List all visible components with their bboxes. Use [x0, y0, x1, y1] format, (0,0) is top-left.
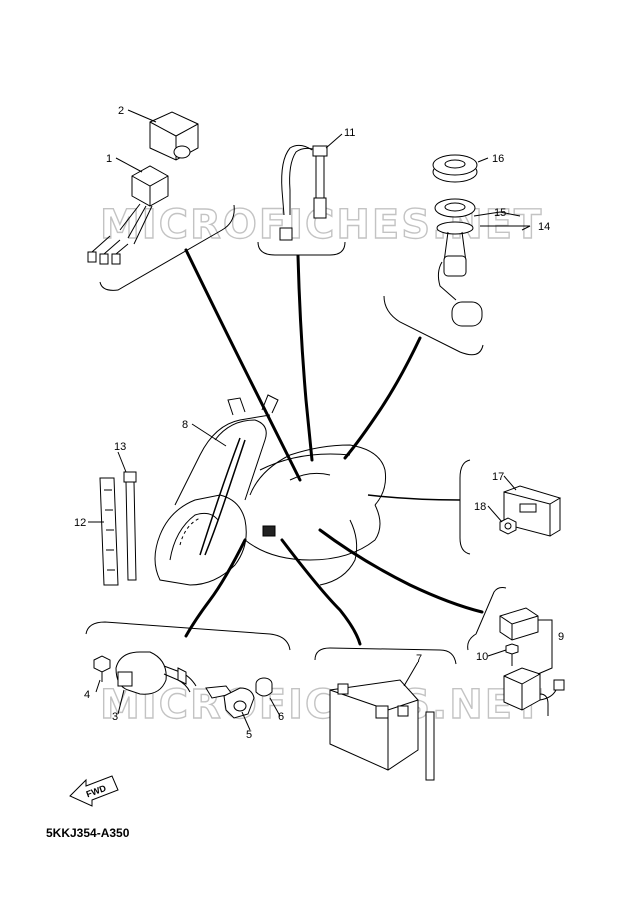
- part-9-relay: [499, 607, 565, 716]
- callout-11: 11: [344, 127, 355, 139]
- part-12-cable-band: [99, 477, 119, 586]
- callout-15: 15: [494, 207, 506, 219]
- callout-2: 2: [118, 105, 124, 117]
- part-6-spacer: [255, 677, 273, 697]
- bracket-group-relay: [467, 587, 507, 651]
- bracket-group-top-left: [99, 204, 235, 291]
- part-10-bolt: [505, 643, 519, 666]
- watermark-bottom: MICROFICHES.NET: [100, 682, 543, 728]
- part-8-main-harness: [199, 437, 246, 556]
- scooter-body: [154, 394, 386, 586]
- callout-8: 8: [182, 419, 188, 431]
- bracket-group-sensor: [257, 241, 346, 256]
- part-14-fuel-sender: [437, 231, 483, 327]
- harness-to-fuel: [343, 336, 422, 460]
- part-13-cable-tie: [123, 471, 137, 581]
- harness-to-sensor: [296, 254, 314, 462]
- callout-17: 17: [492, 471, 504, 483]
- callout-16: 16: [492, 153, 504, 165]
- callout-9: 9: [558, 631, 564, 643]
- bracket-group-battery: [314, 647, 457, 665]
- part-18-nut: [499, 517, 517, 535]
- bracket-group-right: [459, 459, 471, 555]
- callout-10: 10: [476, 651, 488, 663]
- part-15-gasket: [434, 198, 476, 235]
- bracket-group-fuel: [383, 295, 484, 356]
- part-5-plug-cap: [205, 685, 255, 719]
- harness-to-battery: [280, 538, 362, 646]
- callout-7: 7: [416, 653, 422, 665]
- callout-5: 5: [246, 729, 252, 741]
- part-1-coupler: [87, 165, 169, 265]
- callout-4: 4: [84, 689, 90, 701]
- callout-14: 14: [538, 221, 550, 233]
- harness-connector-block: [262, 525, 276, 537]
- harness-to-relay: [318, 528, 484, 614]
- bracket-group-bottom-left: [85, 621, 291, 651]
- callout-12: 12: [74, 517, 86, 529]
- part-3-ignition-coil: [115, 651, 197, 695]
- callout-18: 18: [474, 501, 486, 513]
- callout-13: 13: [114, 441, 126, 453]
- callout-6: 6: [278, 711, 284, 723]
- harness-to-group-1: [184, 248, 302, 482]
- callout-1: 1: [106, 153, 112, 165]
- part-11-sensor: [279, 144, 328, 241]
- part-7-battery: [329, 679, 435, 781]
- fwd-arrow: FWD: [69, 775, 119, 807]
- callout-3: 3: [112, 711, 118, 723]
- part-2-coupler: [149, 111, 199, 161]
- diagram-code: 5KKJ354-A350: [46, 826, 130, 840]
- part-4-bolt: [93, 655, 111, 682]
- part-16-cap: [432, 154, 478, 183]
- harness-to-fuse: [367, 494, 461, 501]
- harness-to-coil: [184, 538, 247, 638]
- leader-lines: [88, 109, 553, 731]
